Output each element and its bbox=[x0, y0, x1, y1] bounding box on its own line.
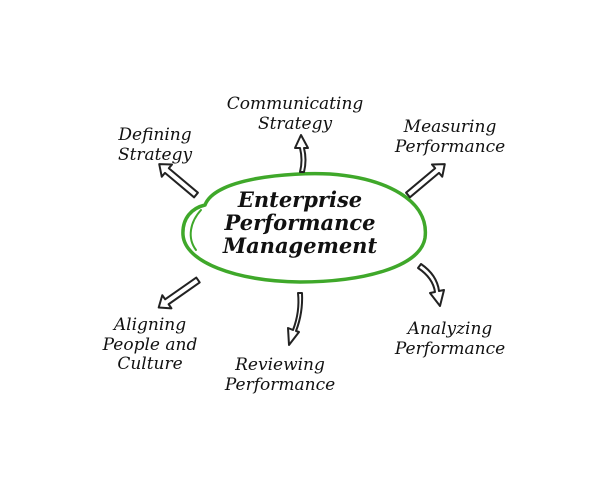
arrow-analyzing bbox=[417, 263, 445, 307]
node-analyzing-performance: Analyzing Performance bbox=[375, 319, 525, 359]
node-label-line: Reviewing bbox=[235, 355, 325, 375]
node-measuring-performance: Measuring Performance bbox=[375, 117, 525, 157]
center-title: Enterprise Performance Management bbox=[200, 188, 400, 257]
straight-arrow-icon bbox=[157, 276, 201, 310]
center-title-line: Enterprise bbox=[237, 187, 363, 212]
node-label-line: Measuring bbox=[403, 117, 497, 137]
node-label-line: Defining bbox=[118, 125, 192, 145]
node-reviewing-performance: Reviewing Performance bbox=[205, 355, 355, 395]
arrow-aligning bbox=[157, 276, 201, 310]
center-ellipse bbox=[181, 171, 427, 284]
node-label-line: Strategy bbox=[257, 113, 333, 134]
curved-arrow-icon bbox=[287, 292, 304, 346]
node-label-line: Performance bbox=[394, 338, 506, 359]
arrow-measuring bbox=[405, 163, 446, 199]
curved-arrow-icon bbox=[417, 263, 445, 307]
center-title-line: Management bbox=[222, 233, 378, 259]
node-label-line: Performance bbox=[224, 374, 336, 395]
node-label-line: Culture bbox=[117, 354, 183, 375]
node-defining-strategy: Defining Strategy bbox=[100, 125, 210, 165]
node-label-line: Analyzing bbox=[407, 319, 493, 339]
curved-arrow-icon bbox=[294, 134, 309, 173]
node-label-line: Communicating bbox=[226, 94, 364, 114]
node-label-line: Performance bbox=[394, 136, 506, 157]
straight-arrow-icon bbox=[405, 163, 446, 199]
node-label-line: Strategy bbox=[117, 144, 193, 165]
node-label-line: People and bbox=[102, 334, 198, 355]
node-label-line: Aligning bbox=[113, 315, 187, 335]
node-communicating-strategy: Communicating Strategy bbox=[205, 94, 385, 134]
arrow-defining bbox=[158, 163, 199, 199]
arrow-communicating bbox=[294, 134, 309, 173]
straight-arrow-icon bbox=[158, 163, 199, 199]
arrow-reviewing bbox=[287, 292, 304, 346]
node-aligning-people-culture: Aligning People and Culture bbox=[85, 315, 215, 375]
center-title-line: Performance bbox=[224, 210, 376, 236]
